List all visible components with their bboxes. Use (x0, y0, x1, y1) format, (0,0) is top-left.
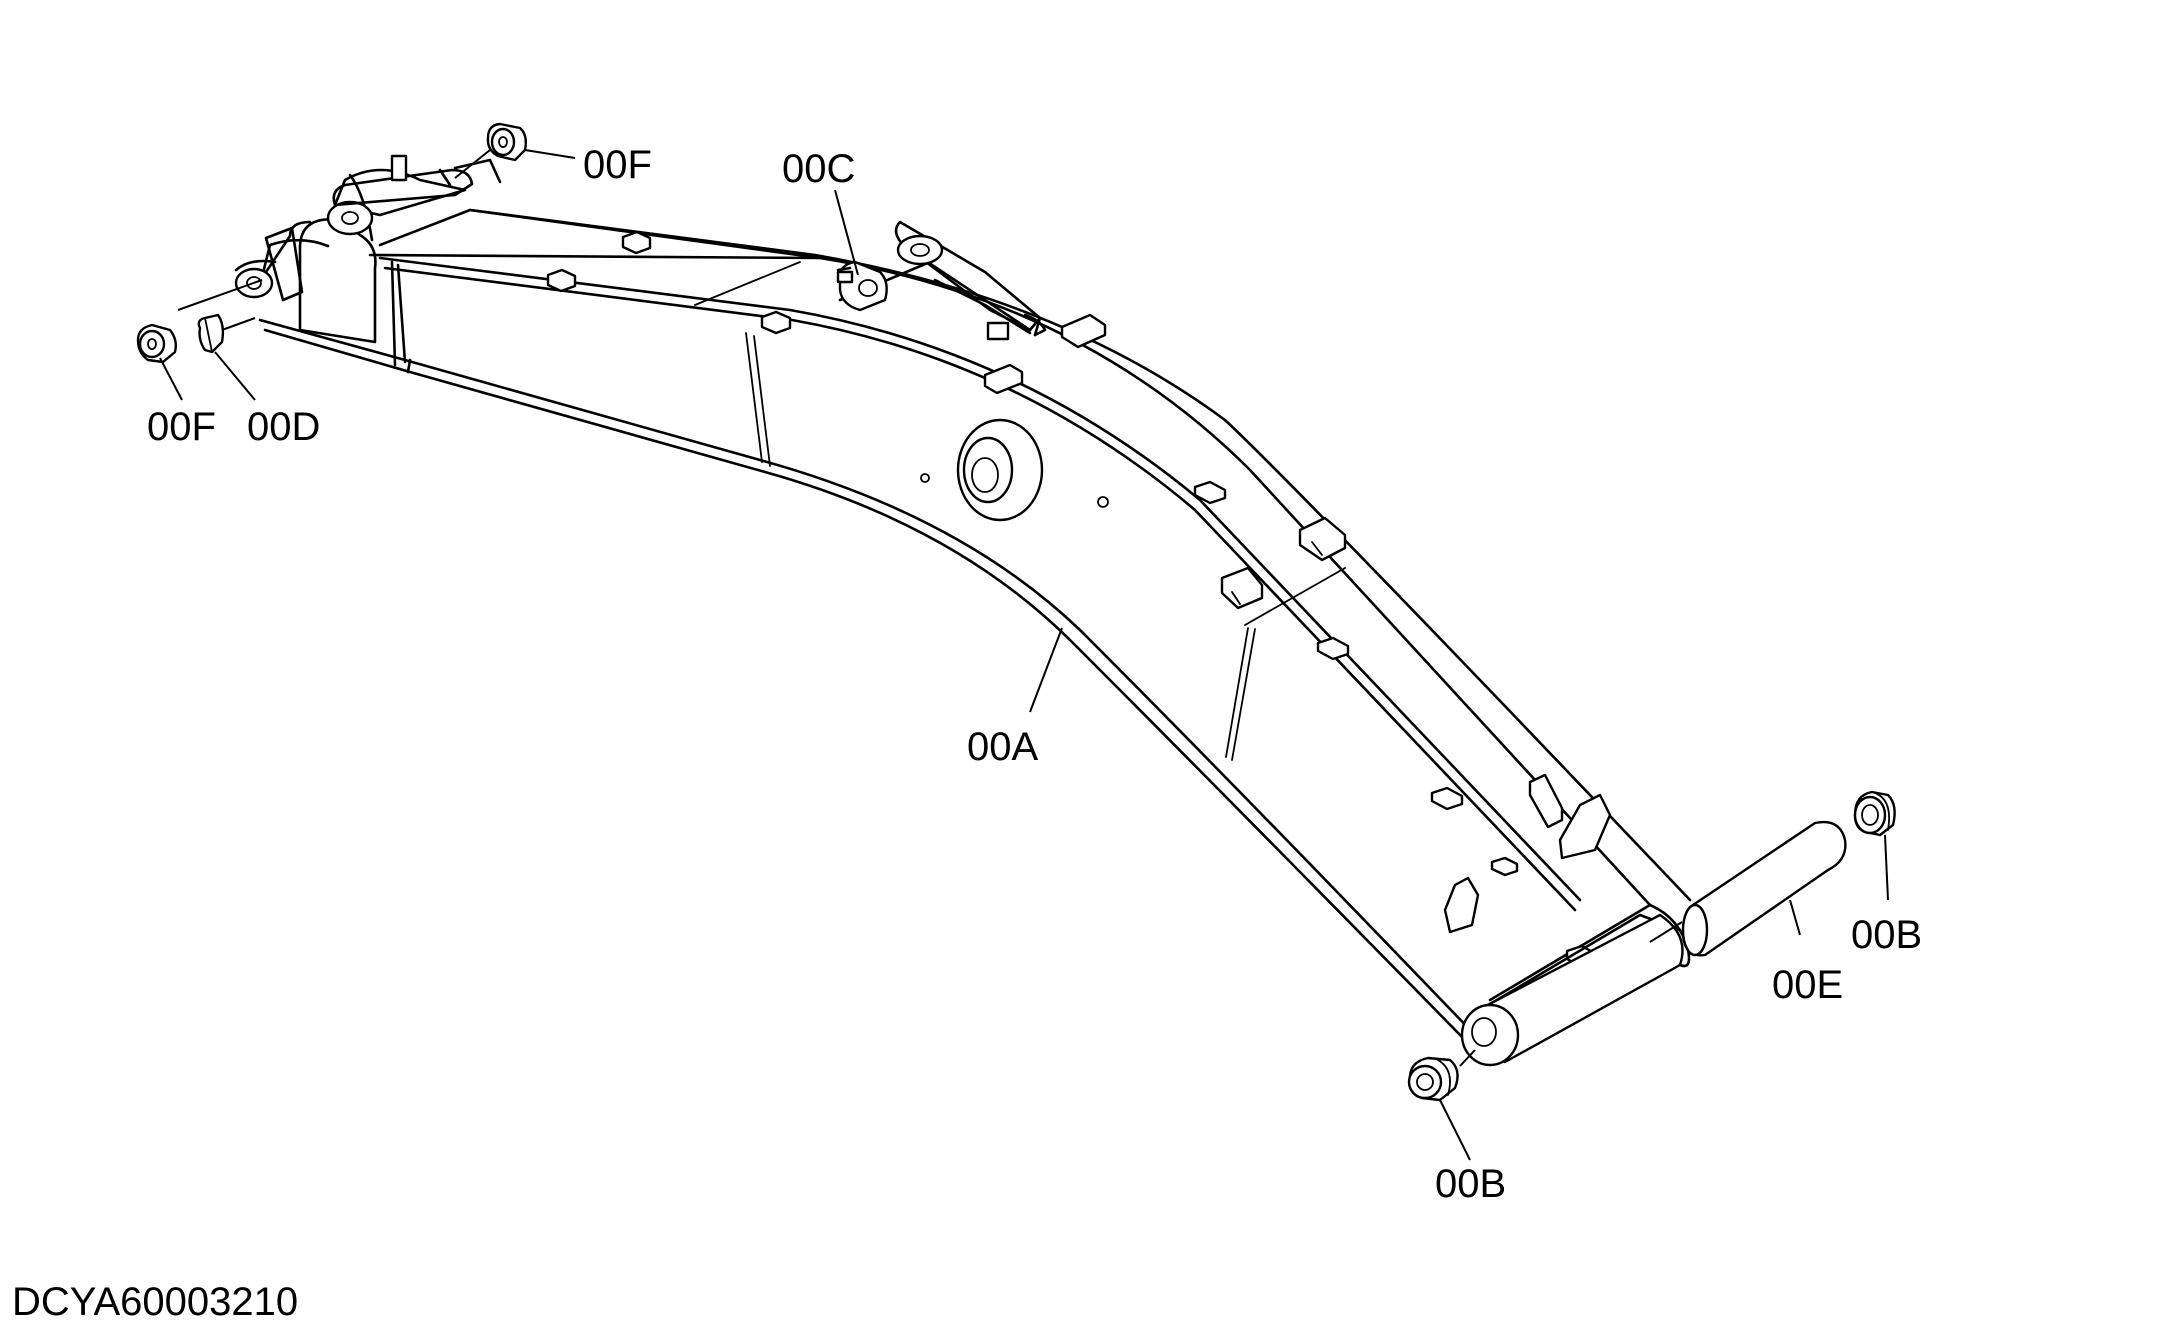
callout-pin-bushing-bottom: 00B (1435, 1162, 1506, 1206)
callout-boom: 00A (967, 725, 1038, 769)
bushing-top-part (454, 122, 528, 179)
callout-pin-bushing-right: 00B (1851, 913, 1922, 957)
bracket-pin-boss (836, 260, 888, 312)
rear-ear-bracket (234, 154, 474, 302)
leader-lines (159, 149, 1889, 1161)
callout-boom-foot-pin: 00E (1772, 963, 1843, 1007)
boom-brackets (1220, 516, 1612, 934)
foot-pin-housing (1460, 903, 1691, 1067)
drawing-number: DCYA60003210 (12, 1280, 299, 1324)
callout-bushing-top: 00F (583, 143, 652, 187)
callout-bushing-left: 00F (147, 405, 216, 449)
callout-plate: 00D (247, 405, 320, 449)
pin-bushing-bottom-part (1407, 1049, 1476, 1102)
cylinder-bracket (838, 220, 1047, 341)
boom-foot-pin-part (1649, 820, 1847, 957)
pin-bushing-right-part (1853, 790, 1896, 837)
callout-bracket-pin: 00C (782, 147, 855, 191)
plate-part (197, 313, 256, 354)
bushing-left-part (136, 279, 263, 364)
boom-clips (546, 230, 1598, 969)
side-boss (920, 418, 1109, 522)
callout-labels: 00F 00C 00F 00D 00A 00E 00B 00B (147, 143, 1922, 1206)
